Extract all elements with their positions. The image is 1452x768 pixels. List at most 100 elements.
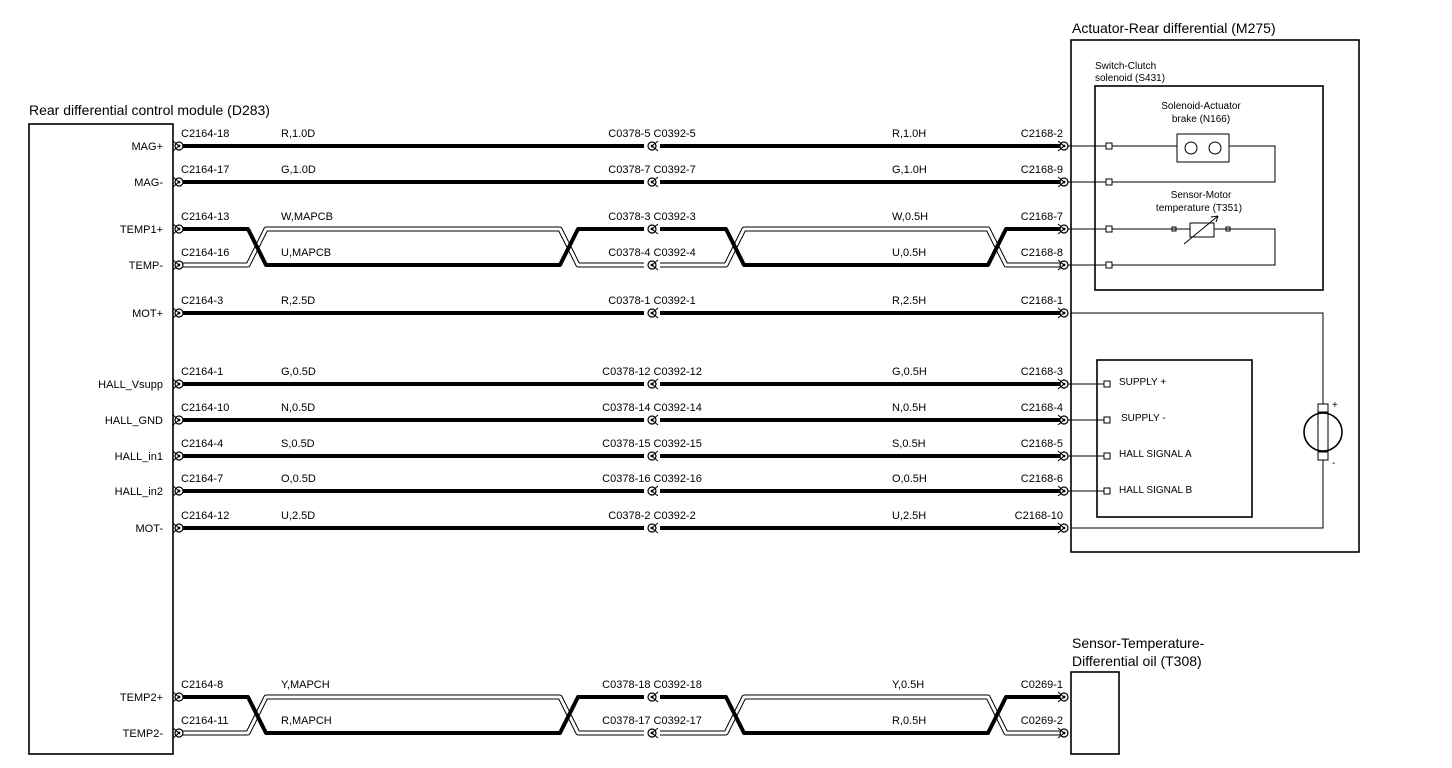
inline-connector-icon [647,176,659,188]
wire-spec-module-side: O,0.5D [281,473,316,485]
module-connector-icon [172,727,184,739]
actuator-title: Actuator-Rear differential (M275) [1072,20,1276,36]
actuator-connector-icon [1057,176,1069,188]
oil-sensor-box [1070,671,1120,755]
actuator-box [1070,39,1360,553]
wire-spec-module-side: G,1.0D [281,164,316,176]
brake-title-line2: brake (N166) [1172,114,1230,125]
twisted-pair-temp2-solid [181,695,1062,735]
module-connector-label: C2164-1 [181,366,223,378]
wire-spec-module-side: U,2.5D [281,510,315,522]
inline-connector-label: C0378-5 C0392-5 [608,128,695,140]
module-pin-label: TEMP2- [123,728,164,740]
module-connector-label: C2164-10 [181,402,229,414]
twisted-pair-temp1-outline [181,226,1062,268]
actuator-connector-icon [1057,259,1069,271]
wire-spec-module-side: R,1.0D [281,128,315,140]
wire-spec-actuator-side: U,2.5H [892,510,926,522]
actuator-connector-icon [1057,450,1069,462]
wire-spec-actuator-side: R,2.5H [892,295,926,307]
sensor-title-line1: Sensor-Motor [1171,190,1232,201]
hall-pin-signal-a: HALL SIGNAL A [1119,449,1192,460]
circuit-labels: MAG+ C2164-18 R,1.0D C0378-5 C0392-5 R,1.0H C… [98,128,1063,740]
actuator-connector-label: C0269-1 [1021,679,1063,691]
oil-sensor-title-line1: Sensor-Temperature- [1072,635,1205,651]
inline-connector-label: C0378-7 C0392-7 [608,164,695,176]
module-connector-label: C2164-8 [181,679,223,691]
wire-spec-actuator-side: W,0.5H [892,211,928,223]
motor-icon [1303,412,1343,452]
module-connector-label: C2164-13 [181,211,229,223]
motor-wiring [1071,312,1324,529]
wire-spec-module-side: Y,MAPCH [281,679,330,691]
module-connector-label: C2164-17 [181,164,229,176]
module-pin-label: MOT+ [132,308,163,320]
connector-symbols [172,140,1069,739]
switch-title-line2: solenoid (S431) [1095,73,1165,84]
inline-connector-label: C0378-3 C0392-3 [608,211,695,223]
module-connector-icon [172,485,184,497]
thermistor-arrow-icon [1183,215,1219,245]
inline-connector-icon [647,691,659,703]
actuator-connector-icon [1057,522,1069,534]
control-module-box [28,123,174,755]
solenoid-coil-right-icon [1208,141,1222,155]
wire-spec-actuator-side: G,1.0H [892,164,927,176]
inline-connector-label: C0378-14 C0392-14 [602,402,702,414]
inline-connector-label: C0378-15 C0392-15 [602,438,702,450]
motor-plus-label: + [1332,400,1338,411]
actuator-connector-icon [1057,378,1069,390]
wire-spec-module-side: G,0.5D [281,366,316,378]
wire-spec-actuator-side: Y,0.5H [892,679,924,691]
actuator-connector-icon [1057,485,1069,497]
actuator-connector-icon [1057,727,1069,739]
actuator-connector-label: C2168-5 [1021,438,1063,450]
sensor-internal-wiring [1111,228,1276,266]
actuator-connector-label: C2168-7 [1021,211,1063,223]
wire-spec-actuator-side: O,0.5H [892,473,927,485]
module-connector-label: C2164-18 [181,128,229,140]
module-connector-icon [172,378,184,390]
brake-title-line1: Solenoid-Actuator [1161,101,1241,112]
motor-minus-label: - [1332,458,1335,469]
inline-connector-label: C0378-17 C0392-17 [602,715,702,727]
module-pin-label: MAG+ [132,141,163,153]
actuator-terminals [1103,142,1113,495]
module-connector-icon [172,414,184,426]
module-connector-label: C2164-3 [181,295,223,307]
inline-connector-label: C0378-16 C0392-16 [602,473,702,485]
module-connector-icon [172,522,184,534]
module-pin-label: TEMP1+ [120,224,163,236]
module-connector-label: C2164-12 [181,510,229,522]
actuator-connector-label: C2168-6 [1021,473,1063,485]
actuator-connector-label: C2168-2 [1021,128,1063,140]
inline-connector-icon [647,259,659,271]
wire-spec-actuator-side: R,0.5H [892,715,926,727]
module-connector-icon [172,140,184,152]
inline-connector-icon [647,223,659,235]
module-connector-label: C2164-7 [181,473,223,485]
module-pin-label: HALL_in1 [115,451,163,463]
actuator-connector-icon [1057,223,1069,235]
module-connector-label: C2164-11 [181,715,229,727]
wire-spec-module-side: U,MAPCB [281,247,331,259]
actuator-connector-label: C2168-10 [1015,510,1063,522]
actuator-stub-wires-hall [1066,383,1108,492]
module-connector-icon [172,223,184,235]
inline-connector-label: C0378-2 C0392-2 [608,510,695,522]
inline-connector-icon [647,485,659,497]
actuator-connector-icon [1057,414,1069,426]
wire-spec-actuator-side: R,1.0H [892,128,926,140]
inline-connector-label: C0378-4 C0392-4 [608,247,695,259]
thermistor-symbol [1189,222,1215,238]
inline-connector-icon [647,140,659,152]
module-pin-label: TEMP2+ [120,692,163,704]
wire-spec-actuator-side: S,0.5H [892,438,926,450]
module-pin-label: MOT- [136,523,164,535]
solenoid-internal-wiring [1111,145,1276,183]
actuator-connector-label: C2168-9 [1021,164,1063,176]
solenoid-coil-left-icon [1184,141,1198,155]
module-pin-label: TEMP- [129,260,164,272]
inline-connector-icon [647,522,659,534]
